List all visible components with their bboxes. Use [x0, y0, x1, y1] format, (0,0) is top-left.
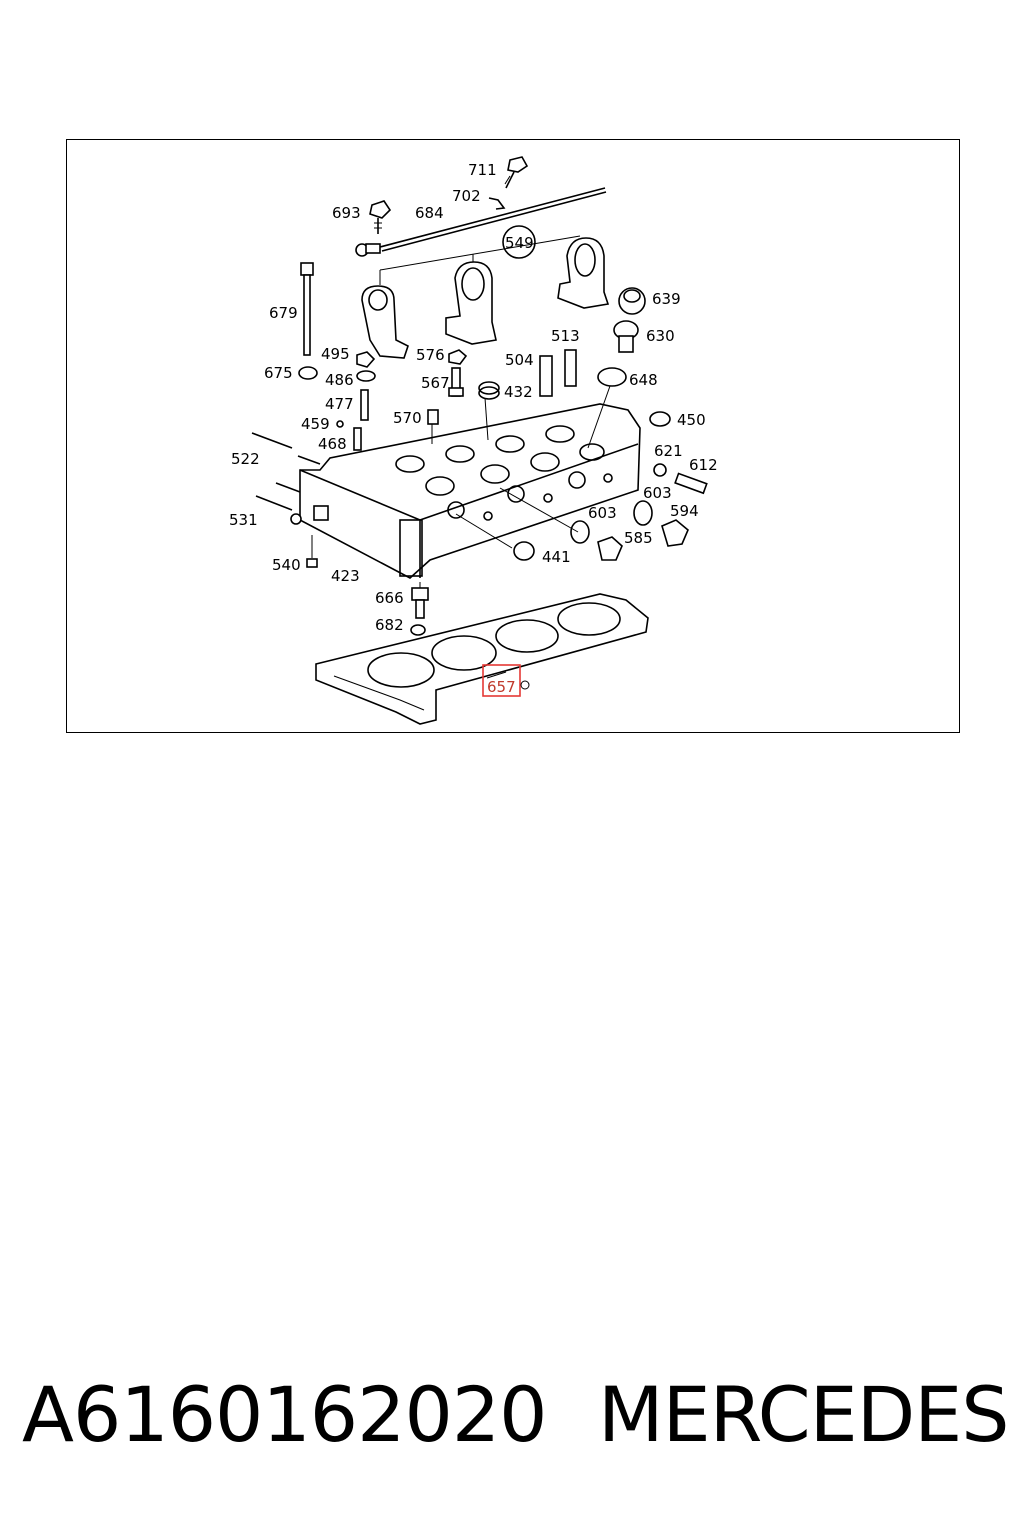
callout-612: 612 — [689, 456, 718, 474]
rocker-pedestal-1 — [361, 285, 409, 359]
diagram-frame — [66, 139, 960, 733]
nut-495 — [356, 351, 376, 368]
callout-711: 711 — [468, 161, 497, 179]
washer-603a — [633, 500, 653, 526]
plug-540 — [306, 558, 318, 568]
callout-441: 441 — [542, 548, 571, 566]
callout-labels: 711 702 693 684 549 679 639 630 495 576 … — [229, 161, 718, 634]
callout-459: 459 — [301, 415, 330, 433]
studs-531 — [255, 482, 329, 525]
bolt-679 — [300, 262, 314, 356]
exploded-parts-diagram: 711 702 693 684 549 679 639 630 495 576 … — [229, 156, 718, 725]
rocker-pedestal-2 — [445, 261, 497, 345]
rocker-pedestal-3 — [557, 237, 610, 309]
ring-648 — [597, 367, 627, 387]
callout-567: 567 — [421, 374, 450, 392]
callout-531: 531 — [229, 511, 258, 529]
callout-513: 513 — [551, 327, 580, 345]
stud-477 — [360, 389, 369, 421]
brand-name: MERCEDES — [598, 1370, 1009, 1459]
plug-441 — [513, 541, 535, 561]
plug-450 — [649, 411, 671, 427]
fitting-630 — [613, 320, 639, 353]
clip-702 — [488, 197, 506, 210]
callout-549: 549 — [505, 234, 534, 252]
callout-504: 504 — [505, 351, 534, 369]
leader-lines — [311, 385, 611, 588]
highlighted-callout-657[interactable]: 657 — [482, 664, 530, 697]
callout-522: 522 — [231, 450, 260, 468]
washer-675 — [298, 366, 318, 380]
bolt-711 — [504, 156, 529, 189]
callout-576: 576 — [416, 346, 445, 364]
sensor-612 — [674, 472, 708, 495]
part-number: A6160162020 — [22, 1370, 548, 1459]
callout-450: 450 — [677, 411, 706, 429]
highlight-box — [482, 664, 521, 697]
callout-495: 495 — [321, 345, 350, 363]
washer-621 — [653, 463, 667, 477]
callout-432: 432 — [504, 383, 533, 401]
callout-684: 684 — [415, 204, 444, 222]
callout-648: 648 — [629, 371, 658, 389]
tube-513 — [564, 349, 577, 387]
rod-684 — [355, 187, 607, 257]
callout-486: 486 — [325, 371, 354, 389]
callout-666: 666 — [375, 589, 404, 607]
studs-522 — [251, 432, 321, 465]
callout-585: 585 — [624, 529, 653, 547]
footer: A6160162020 MERCEDES — [0, 1370, 1024, 1470]
callout-639: 639 — [652, 290, 681, 308]
callout-468: 468 — [318, 435, 347, 453]
callout-657-leader — [486, 671, 507, 679]
callout-621: 621 — [654, 442, 683, 460]
tube-504 — [539, 355, 553, 397]
pin-468 — [353, 427, 362, 451]
head-gasket — [315, 593, 649, 725]
nut-585 — [597, 536, 623, 561]
callout-630: 630 — [646, 327, 675, 345]
callout-570: 570 — [393, 409, 422, 427]
callout-594: 594 — [670, 502, 699, 520]
cylinder-head — [299, 403, 641, 579]
callout-423: 423 — [331, 567, 360, 585]
bolt-567 — [448, 367, 464, 397]
callout-657: 657 — [487, 678, 516, 696]
cap-639 — [618, 287, 646, 315]
bolt-666 — [411, 587, 429, 619]
nut-576 — [448, 349, 468, 365]
callout-693: 693 — [332, 204, 361, 222]
callout-675: 675 — [264, 364, 293, 382]
callout-477: 477 — [325, 395, 354, 413]
callout-682: 682 — [375, 616, 404, 634]
callout-603b: 603 — [588, 504, 617, 522]
bracket-549-lines — [379, 225, 581, 285]
washer-486 — [356, 370, 376, 382]
callout-702: 702 — [452, 187, 481, 205]
callout-679: 679 — [269, 304, 298, 322]
sleeve-570 — [427, 409, 439, 425]
callout-540: 540 — [272, 556, 301, 574]
ball-459 — [336, 420, 344, 428]
fitting-594 — [661, 519, 689, 547]
callout-603a: 603 — [643, 484, 672, 502]
callout-657-marker — [520, 680, 530, 690]
plug-432 — [478, 381, 500, 400]
washer-603b — [570, 520, 590, 544]
bolt-693 — [369, 200, 392, 234]
washer-682 — [410, 624, 426, 636]
